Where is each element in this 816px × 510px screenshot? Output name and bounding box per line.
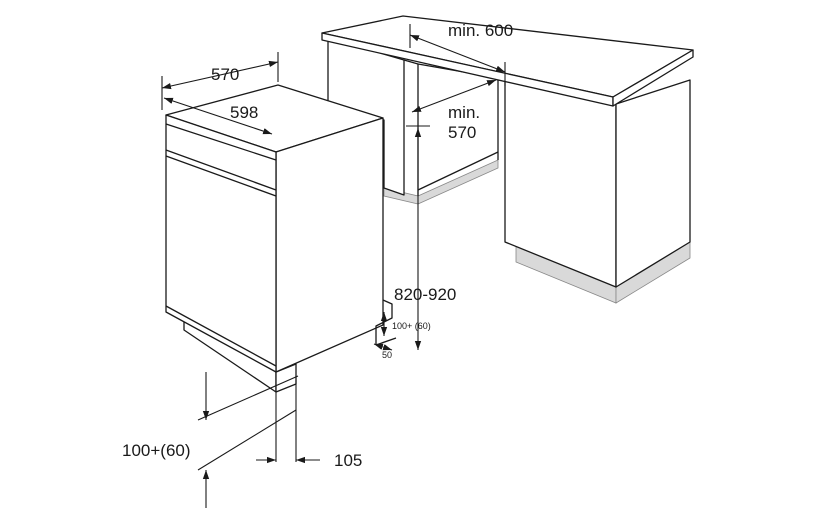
door-bottom-line [165,305,277,367]
label-plinth-setback: 105 [334,451,362,470]
label-cabinet-depth-line2: 570 [448,123,476,142]
cabinet-inner-plinth [417,159,499,205]
cabinet-right-side [615,79,691,288]
label-plinth-height: 100+(60) [122,441,191,460]
dimension-lines [161,24,506,508]
dim-line-plinth-depth-small [373,343,393,351]
control-panel-bottom-line [165,149,277,191]
label-cabinet-width: min. 600 [448,21,513,40]
dim-line-cabinet-depth [411,79,497,113]
dim-line-appliance-depth [161,60,279,90]
label-plinth-height-small: 100+ (60) [392,321,431,331]
label-height-range: 820-920 [394,285,456,304]
dim-ext-plinth-height-bottom [197,409,297,471]
dishwasher [165,84,397,393]
label-appliance-depth: 570 [211,65,239,84]
dimension-labels: min. 600 min. 570 570 598 820-920 100+ (… [122,21,513,470]
worktop-side-edge [612,49,694,107]
side-plinth-detail-b [375,337,397,346]
label-cabinet-depth-line1: min. [448,103,480,122]
label-plinth-depth-small: 50 [382,350,392,360]
dim-line-cabinet-width [409,34,506,73]
cabinet-back-bottom [417,151,499,191]
side-plinth-detail [375,299,393,345]
label-appliance-width: 598 [230,103,258,122]
dishwasher-door [165,114,277,373]
dishwasher-side [275,117,384,373]
control-panel-lower-line [165,155,277,197]
dim-line-appliance-width [163,97,273,135]
dim-ext-plinth-height-top [197,375,299,421]
